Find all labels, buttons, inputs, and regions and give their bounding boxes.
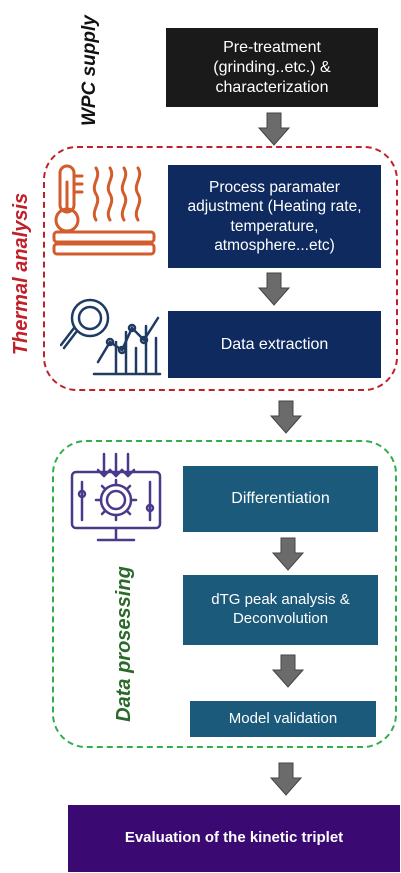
thermal-analysis-label: Thermal analysis xyxy=(10,192,32,356)
arrow-down-6 xyxy=(270,762,302,796)
process-parameter-box: Process paramater adjustment (Heating ra… xyxy=(168,165,381,268)
pretreatment-box: Pre-treatment (grinding..etc.) & charact… xyxy=(166,28,378,107)
data-processing-label: Data prosessing xyxy=(113,566,135,722)
wpc-supply-label: WPC supply xyxy=(79,15,100,126)
arrow-down-4 xyxy=(272,537,304,571)
model-validation-box: Model validation xyxy=(190,701,376,737)
differentiation-box: Differentiation xyxy=(183,466,378,532)
arrow-down-1 xyxy=(258,112,290,146)
arrow-down-5 xyxy=(272,654,304,688)
processing-monitor-icon xyxy=(70,452,162,542)
data-processing-region xyxy=(52,440,397,748)
data-extraction-box: Data extraction xyxy=(168,311,381,378)
dtg-peak-analysis-box: dTG peak analysis & Deconvolution xyxy=(183,575,378,645)
kinetic-triplet-box: Evaluation of the kinetic triplet xyxy=(68,805,400,872)
heat-sensor-icon xyxy=(52,164,156,256)
arrow-down-3 xyxy=(270,400,302,434)
data-analysis-icon xyxy=(60,298,162,376)
thermal-analysis-region xyxy=(43,146,398,391)
arrow-down-2 xyxy=(258,272,290,306)
